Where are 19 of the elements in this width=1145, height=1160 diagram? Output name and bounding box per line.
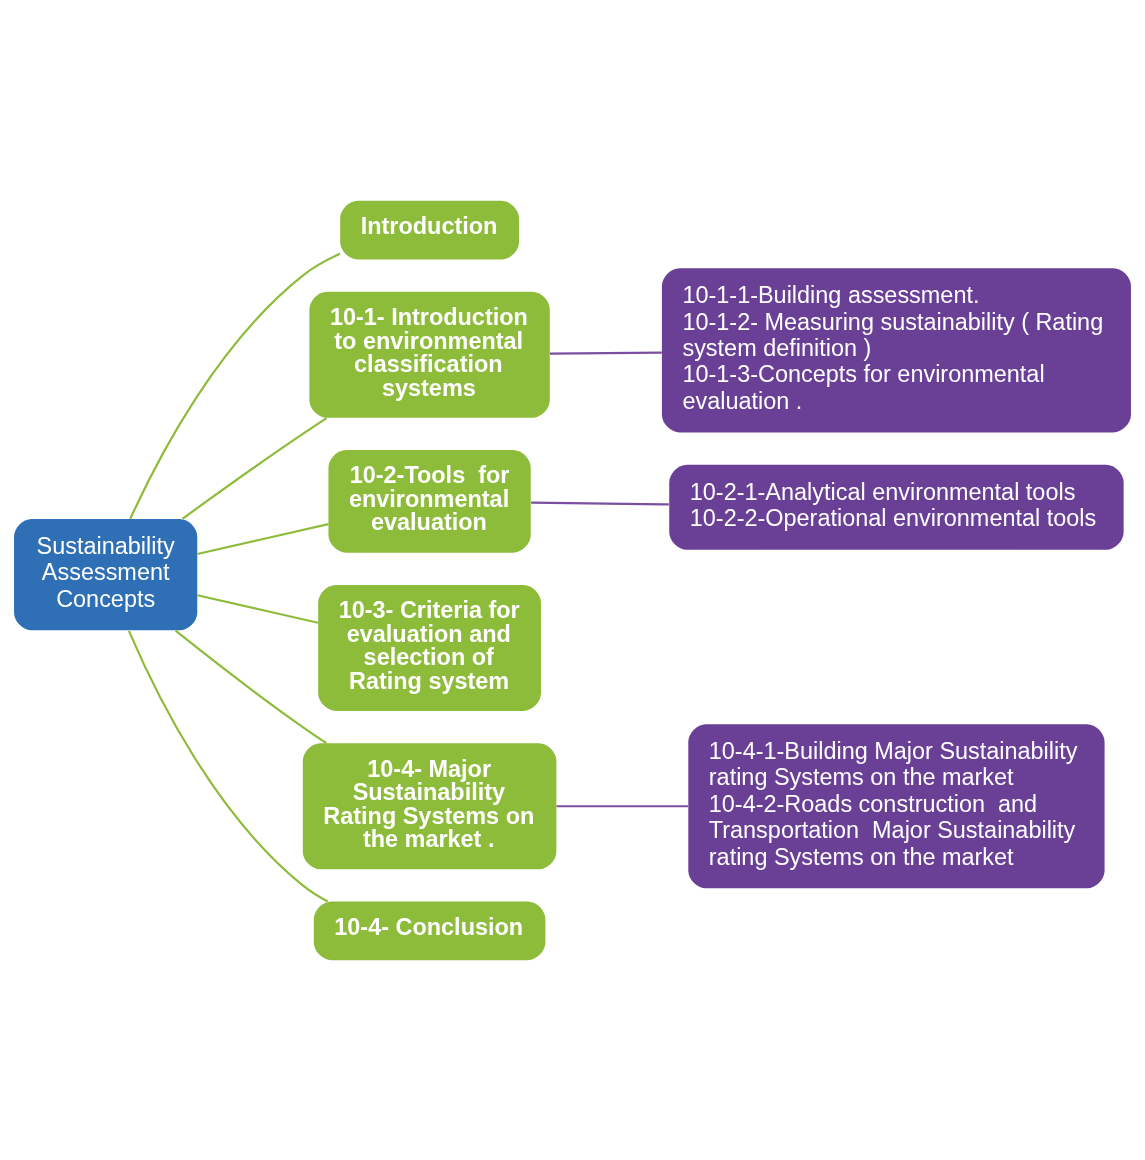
connector: [127, 629, 329, 902]
node-box: 10-2-Tools for environmental evaluation: [328, 449, 531, 553]
node-box: 10-1-1-Building assessment. 10-1-2- Measuring sustainability ( Rating system definition ) 10-1-3-Concepts for environmental evaluation .: [661, 267, 1131, 432]
connector: [181, 416, 328, 520]
node-box: 10-4-1-Building Major Sustainability rating Systems on the market 10-4-2-Roads construction and Transportation Major Sustainability rating Systems on the market: [688, 723, 1105, 888]
connector: [197, 522, 329, 555]
connector: [549, 351, 662, 355]
connector: [174, 629, 327, 744]
node-box: Introduction: [340, 200, 519, 259]
connector: [556, 804, 688, 807]
connector: [129, 252, 341, 519]
connector: [197, 593, 319, 624]
node-box: 10-1- Introduction to environmental classification systems: [309, 291, 550, 418]
node-box: Sustainability Assessment Concepts: [14, 518, 198, 630]
node-box: 10-4- Major Sustainability Rating Systems on the market .: [302, 742, 557, 869]
node-box: 10-3- Criteria for evaluation and selection of Rating system: [318, 584, 541, 711]
node-box: 10-4- Conclusion: [313, 901, 546, 960]
node-box: 10-2-1-Analytical environmental tools 10-2-2-Operational environmental tools: [669, 464, 1124, 550]
connector: [531, 501, 669, 505]
